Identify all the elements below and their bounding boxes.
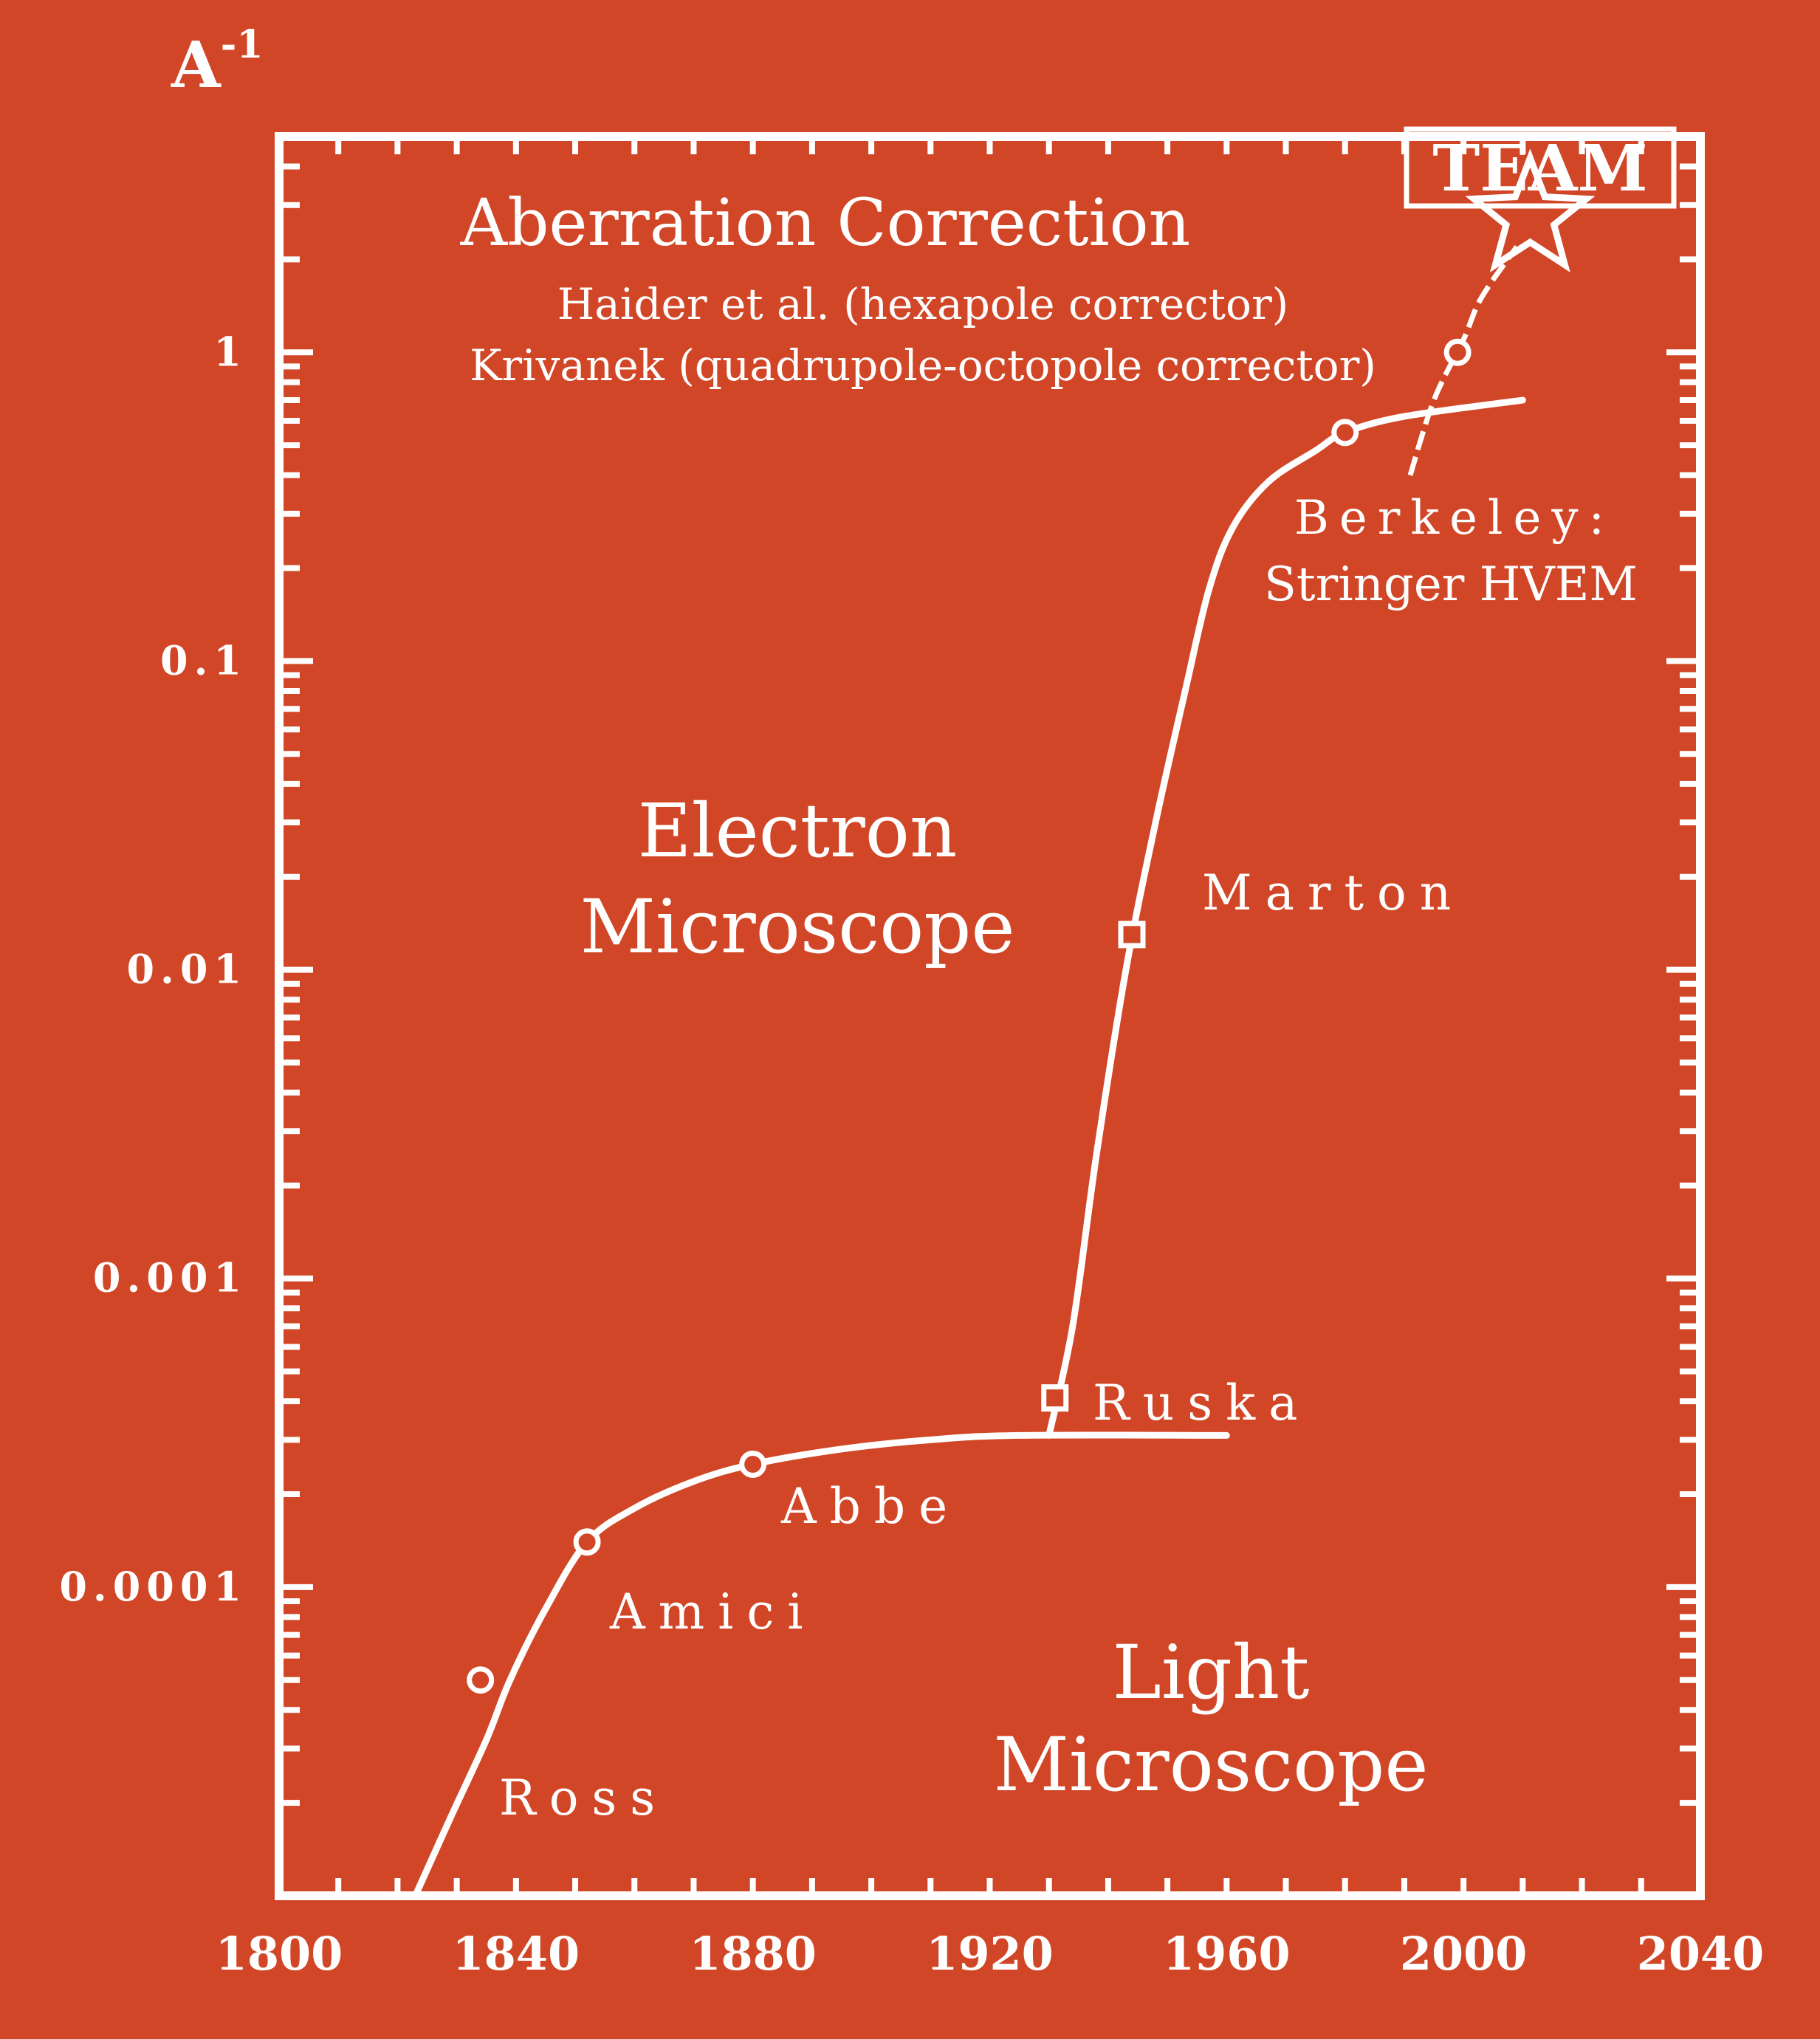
- milestone-labels: Ross Amici Abbe Ruska Marton: [499, 864, 1464, 1826]
- light-microscope-curve: [411, 1431, 1230, 1899]
- x-tick-label: 1840: [453, 1927, 580, 1981]
- y-tick-label: 0.1: [160, 636, 247, 684]
- abbe-label: Abbe: [780, 1478, 961, 1535]
- y-tick-label: 0.001: [93, 1254, 247, 1302]
- x-tick-label: 1960: [1163, 1927, 1291, 1981]
- ruska-label: Ruska: [1093, 1375, 1311, 1431]
- y-tick-label: 0.01: [126, 946, 247, 993]
- y-axis-ticks: 1 0.1 0.01 0.001 0.0001: [59, 134, 1700, 1899]
- aberration-correction-title: Aberration Correction: [460, 185, 1191, 261]
- annotations: Aberration Correction Haider et al. (hex…: [460, 185, 1638, 1808]
- x-tick-label: 1800: [216, 1927, 343, 1981]
- team-box: TEAM: [1404, 126, 1677, 209]
- corrected-marker: [1443, 338, 1472, 366]
- abbe-marker: [739, 1450, 767, 1478]
- x-tick-label: 2040: [1637, 1927, 1765, 1981]
- x-tick-label: 1880: [689, 1927, 817, 1981]
- ross-marker: [467, 1666, 495, 1694]
- ross-label: Ross: [499, 1770, 668, 1826]
- team-box-frame: [1404, 126, 1677, 209]
- x-tick-label: 1920: [926, 1927, 1054, 1981]
- berkeley-label-1: Berkeley:: [1294, 491, 1615, 546]
- electron-region-label-1: Electron: [638, 788, 958, 874]
- y-axis-label: A-1: [171, 22, 264, 103]
- amici-label: Amici: [609, 1584, 816, 1640]
- amici-marker: [573, 1528, 601, 1556]
- ruska-marker: [1041, 1384, 1069, 1412]
- team-star-marker: [1465, 148, 1596, 273]
- plot-axes: 1800 1840 1880 1920 1960 2000 2040 1 0.1 0.01 0.0…: [59, 132, 1765, 1981]
- light-region-label-1: Light: [1113, 1629, 1310, 1716]
- aberration-krivanek-note: Krivanek (quadrupole-octopole corrector): [470, 340, 1376, 391]
- team-label: TEAM: [1432, 131, 1647, 206]
- milestone-markers: [467, 148, 1596, 1694]
- x-tick-label: 2000: [1400, 1927, 1528, 1981]
- marton-marker: [1118, 921, 1146, 949]
- y-tick-label: 0.0001: [59, 1563, 247, 1610]
- light-region-label-2: Microscope: [993, 1722, 1428, 1808]
- plot-frame: [275, 132, 1705, 1900]
- x-axis-ticks: 1800 1840 1880 1920 1960 2000 2040: [216, 137, 1765, 1981]
- electron-region-label-2: Microscope: [580, 884, 1014, 970]
- berkeley-label-2: Stringer HVEM: [1264, 557, 1638, 612]
- berkeley-marker: [1331, 419, 1359, 447]
- y-tick-label: 1: [213, 328, 247, 375]
- aberration-haider-note: Haider et al. (hexapole corrector): [557, 279, 1289, 329]
- marton-label: Marton: [1202, 864, 1464, 921]
